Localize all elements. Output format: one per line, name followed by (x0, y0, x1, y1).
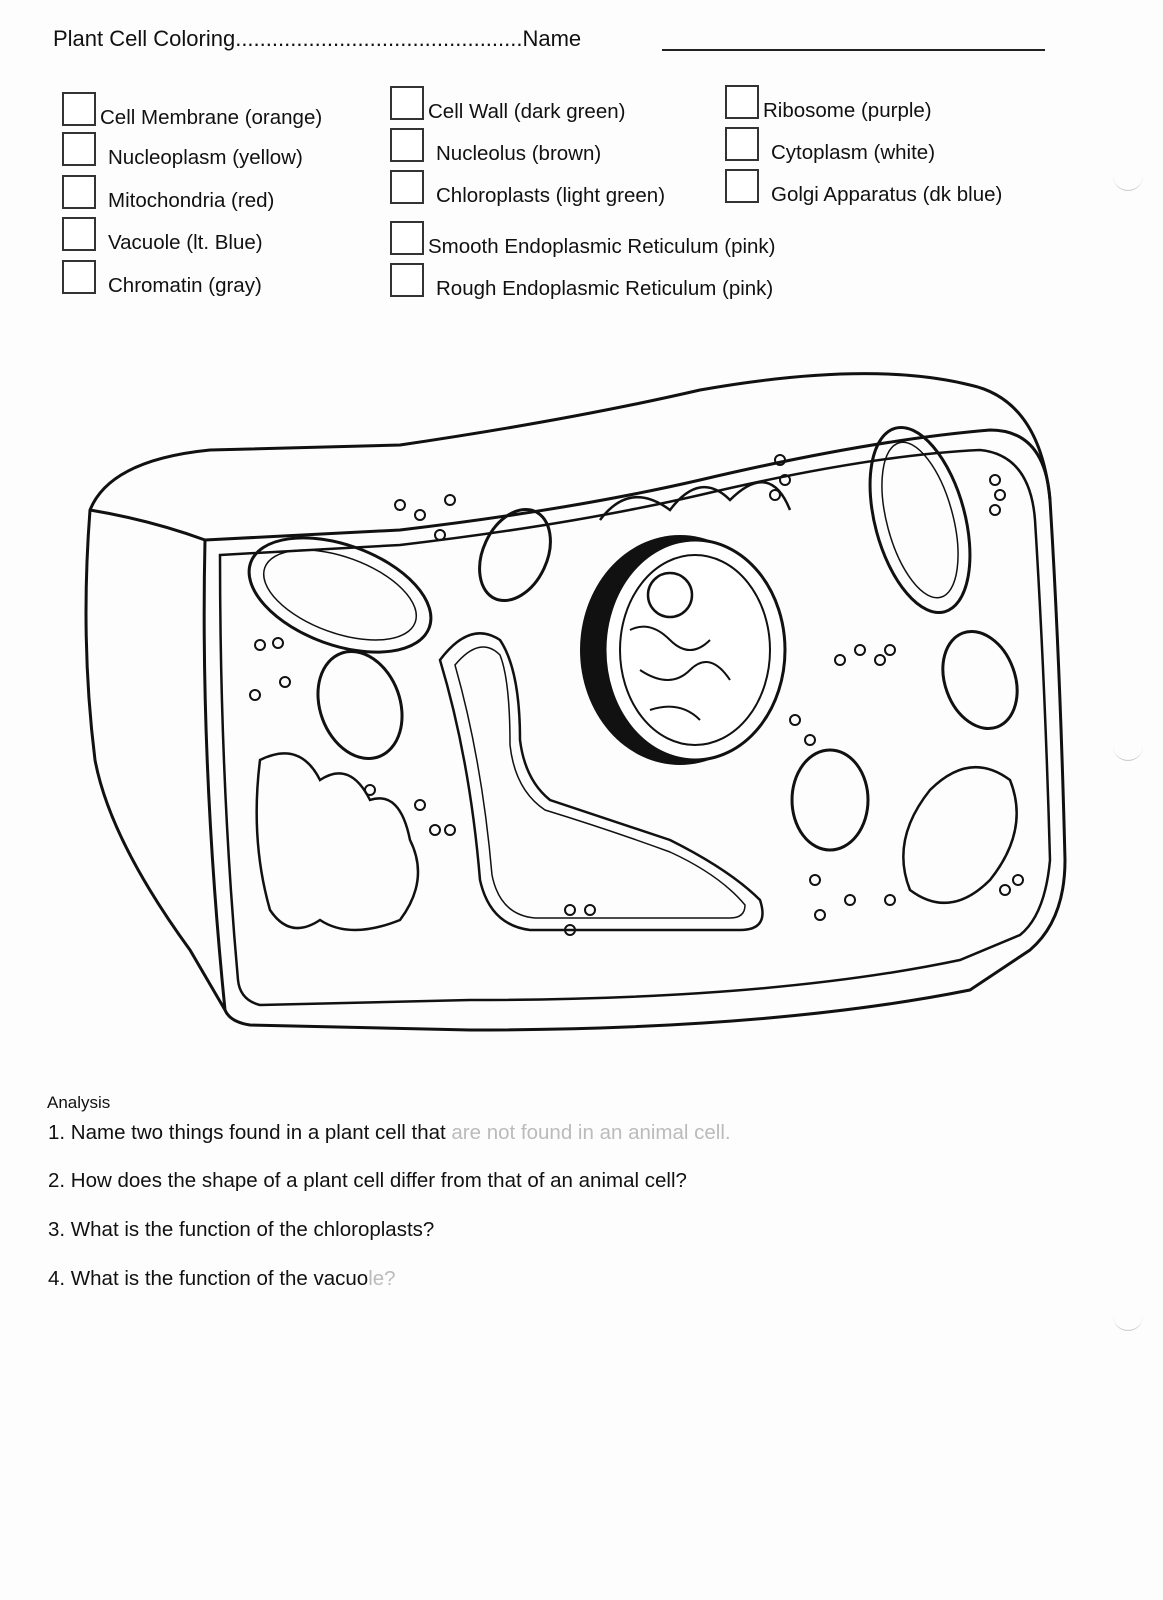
nucleolus (646, 571, 694, 619)
checklist-item-smooth-er: Smooth Endoplasmic Reticulum (pink) (390, 221, 776, 258)
name-label: Name (522, 26, 582, 51)
checklist-item-chloroplasts: Chloroplasts (light green) (390, 170, 665, 207)
checklist-label: Rough Endoplasmic Reticulum (pink) (436, 277, 774, 300)
checklist-item-cytoplasm: Cytoplasm (white) (725, 127, 935, 164)
mitochondrion (316, 650, 404, 760)
question-text: 1. Name two things found in a plant cell… (48, 1121, 452, 1144)
checklist-item-chromatin: Chromatin (gray) (62, 260, 262, 297)
question-2: 2. How does the shape of a plant cell di… (48, 1169, 687, 1193)
punch-hole-shadow (1113, 1310, 1143, 1331)
question-3: 3. What is the function of the chloropla… (48, 1218, 434, 1242)
question-4: 4. What is the function of the vacuole? (48, 1267, 396, 1291)
question-faded-text: are not found in an animal cell. (451, 1121, 731, 1144)
checklist-item-mitochondria: Mitochondria (red) (62, 175, 274, 212)
color-checkbox[interactable] (725, 85, 759, 119)
name-field-line[interactable] (662, 49, 1045, 51)
color-checkbox[interactable] (62, 217, 96, 251)
color-checkbox[interactable] (62, 132, 96, 166)
checklist-label: Mitochondria (red) (108, 189, 275, 212)
worksheet-title: Plant Cell Coloring (53, 26, 236, 51)
leader-dots: ........................................… (235, 26, 523, 51)
checklist-label: Nucleolus (brown) (436, 142, 602, 165)
color-checkbox[interactable] (62, 92, 96, 126)
checklist-label: Cell Wall (dark green) (428, 100, 626, 123)
color-checkbox[interactable] (390, 221, 424, 255)
checklist-item-cell-wall: Cell Wall (dark green) (390, 86, 625, 123)
color-checkbox[interactable] (62, 260, 96, 294)
golgi-apparatus (902, 765, 1018, 905)
checklist-label: Chromatin (gray) (108, 274, 262, 297)
color-checkbox[interactable] (725, 127, 759, 161)
checklist-label: Ribosome (purple) (763, 99, 932, 122)
color-checkbox[interactable] (390, 86, 424, 120)
checklist-item-cell-membrane: Cell Membrane (orange) (62, 92, 322, 129)
checklist-label: Vacuole (lt. Blue) (108, 231, 263, 254)
rough-er (255, 752, 420, 932)
checklist-label: Smooth Endoplasmic Reticulum (pink) (428, 235, 776, 258)
color-checkbox[interactable] (62, 175, 96, 209)
checklist-label: Nucleoplasm (yellow) (108, 146, 303, 169)
vacuole (438, 632, 764, 932)
title-row: Plant Cell Coloring.....................… (53, 26, 581, 52)
cell-membrane-outline (218, 448, 1052, 1007)
question-text: 3. What is the function of the chloropla… (48, 1218, 435, 1241)
question-1: 1. Name two things found in a plant cell… (48, 1121, 731, 1145)
question-faded-text: le? (368, 1267, 396, 1290)
mitochondrion (478, 507, 552, 603)
checklist-item-golgi: Golgi Apparatus (dk blue) (725, 169, 1002, 206)
checklist-label: Chloroplasts (light green) (436, 184, 666, 207)
checklist-item-ribosome: Ribosome (purple) (725, 85, 932, 122)
checklist-label: Golgi Apparatus (dk blue) (771, 183, 1003, 206)
checklist-item-rough-er: Rough Endoplasmic Reticulum (pink) (390, 263, 773, 300)
checklist-item-vacuole: Vacuole (lt. Blue) (62, 217, 263, 254)
punch-hole-shadow (1113, 740, 1143, 761)
color-checkbox[interactable] (725, 169, 759, 203)
plant-cell-diagram (84, 372, 1067, 1032)
color-checkbox[interactable] (390, 170, 424, 204)
mitochondrion (790, 748, 870, 852)
checklist-label: Cell Membrane (orange) (100, 106, 323, 129)
checklist-label: Cytoplasm (white) (771, 141, 936, 164)
smooth-er (599, 481, 792, 521)
chloroplast (868, 426, 972, 614)
question-text: 4. What is the function of the vacuo (48, 1267, 369, 1290)
analysis-heading: Analysis (47, 1093, 111, 1112)
checklist-item-nucleolus: Nucleolus (brown) (390, 128, 601, 165)
chloroplast (247, 536, 433, 654)
cell-wall-outline (84, 372, 1067, 1032)
question-text: 2. How does the shape of a plant cell di… (48, 1169, 687, 1192)
checklist-item-nucleoplasm: Nucleoplasm (yellow) (62, 132, 303, 169)
color-checkbox[interactable] (390, 263, 424, 297)
chromatin (629, 625, 731, 721)
punch-hole-shadow (1113, 170, 1143, 191)
ribosomes (249, 454, 1024, 936)
color-checkbox[interactable] (390, 128, 424, 162)
mitochondrion (941, 630, 1019, 730)
